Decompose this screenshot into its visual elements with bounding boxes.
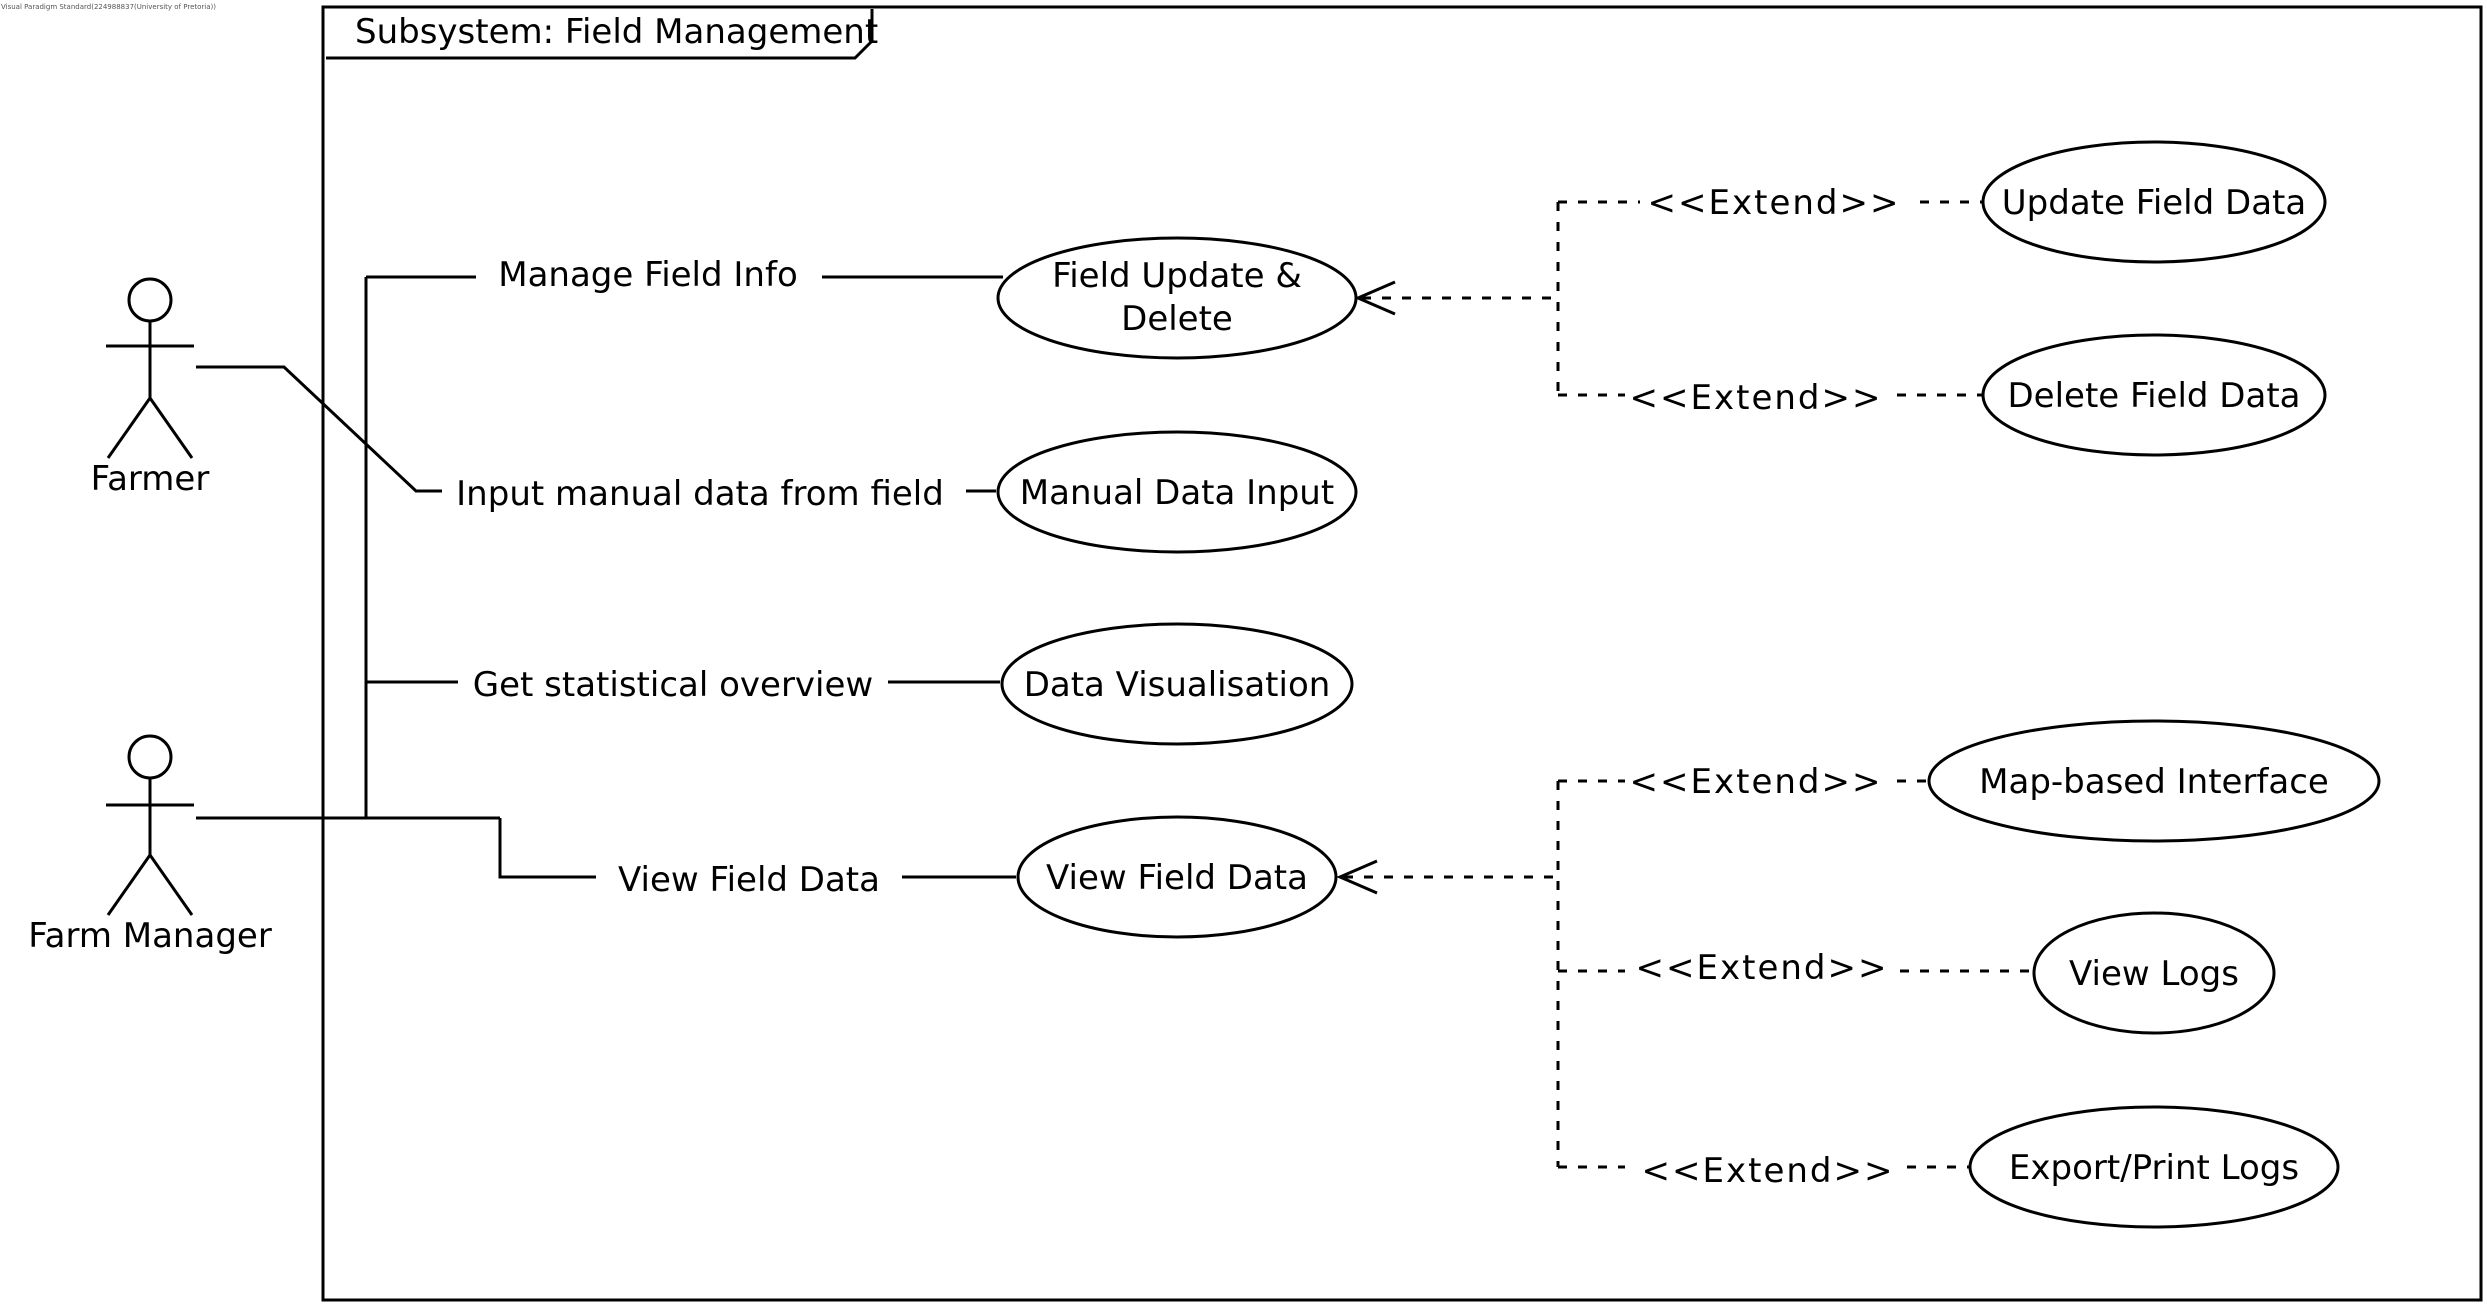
- extend-label-map: <<Extend>>: [1630, 762, 1883, 802]
- extend-lines-upper: [1354, 200, 1983, 397]
- use-case-label: View Logs: [2069, 954, 2239, 994]
- use-case-label: View Field Data: [1046, 858, 1308, 898]
- use-case-update-field-data[interactable]: Update Field Data: [1981, 140, 2327, 264]
- extend-label-export: <<Extend>>: [1642, 1151, 1895, 1191]
- use-case-view-field-data[interactable]: View Field Data: [1016, 815, 1338, 939]
- extend-label-logs: <<Extend>>: [1636, 948, 1889, 988]
- actor-farmer-label: Farmer: [91, 459, 210, 499]
- use-case-manual-data-input[interactable]: Manual Data Input: [996, 430, 1358, 554]
- use-case-delete-field-data[interactable]: Delete Field Data: [1981, 333, 2327, 457]
- use-case-label: Export/Print Logs: [2009, 1148, 2299, 1188]
- use-case-label: Field Update &: [1052, 256, 1302, 296]
- use-case-label: Delete: [1121, 299, 1233, 339]
- use-case-label: Update Field Data: [2002, 183, 2306, 223]
- association-label-statistical-overview: Get statistical overview: [473, 665, 873, 705]
- association-label-view-field-data: View Field Data: [618, 860, 880, 900]
- actor-farmer[interactable]: Farmer: [91, 277, 210, 499]
- extend-label-update: <<Extend>>: [1648, 183, 1901, 223]
- use-case-label: Map-based Interface: [1979, 762, 2329, 802]
- use-case-label: Delete Field Data: [2008, 376, 2301, 416]
- subsystem-boundary: Subsystem: Field Management: [321, 5, 2483, 1302]
- use-case-field-update-delete[interactable]: Field Update & Delete: [996, 236, 1358, 360]
- subsystem-title: Subsystem: Field Management: [355, 12, 878, 52]
- watermark: Visual Paradigm Standard(224988837(Unive…: [1, 3, 216, 11]
- use-case-view-logs[interactable]: View Logs: [2032, 911, 2276, 1035]
- use-case-data-visualisation[interactable]: Data Visualisation: [1000, 622, 1354, 746]
- association-label-input-manual-data: Input manual data from field: [456, 474, 944, 514]
- actor-farm-manager-label: Farm Manager: [28, 916, 272, 956]
- use-case-export-print-logs[interactable]: Export/Print Logs: [1968, 1105, 2340, 1229]
- association-label-manage-field-info: Manage Field Info: [498, 255, 798, 295]
- use-case-label: Manual Data Input: [1020, 473, 1334, 513]
- use-case-label: Data Visualisation: [1024, 665, 1331, 705]
- association-lines: [196, 275, 1016, 879]
- actor-farm-manager[interactable]: Farm Manager: [28, 734, 272, 956]
- extend-lines-lower: [1336, 779, 2033, 1169]
- use-case-map-based-interface[interactable]: Map-based Interface: [1927, 719, 2381, 843]
- extend-label-delete: <<Extend>>: [1630, 378, 1883, 418]
